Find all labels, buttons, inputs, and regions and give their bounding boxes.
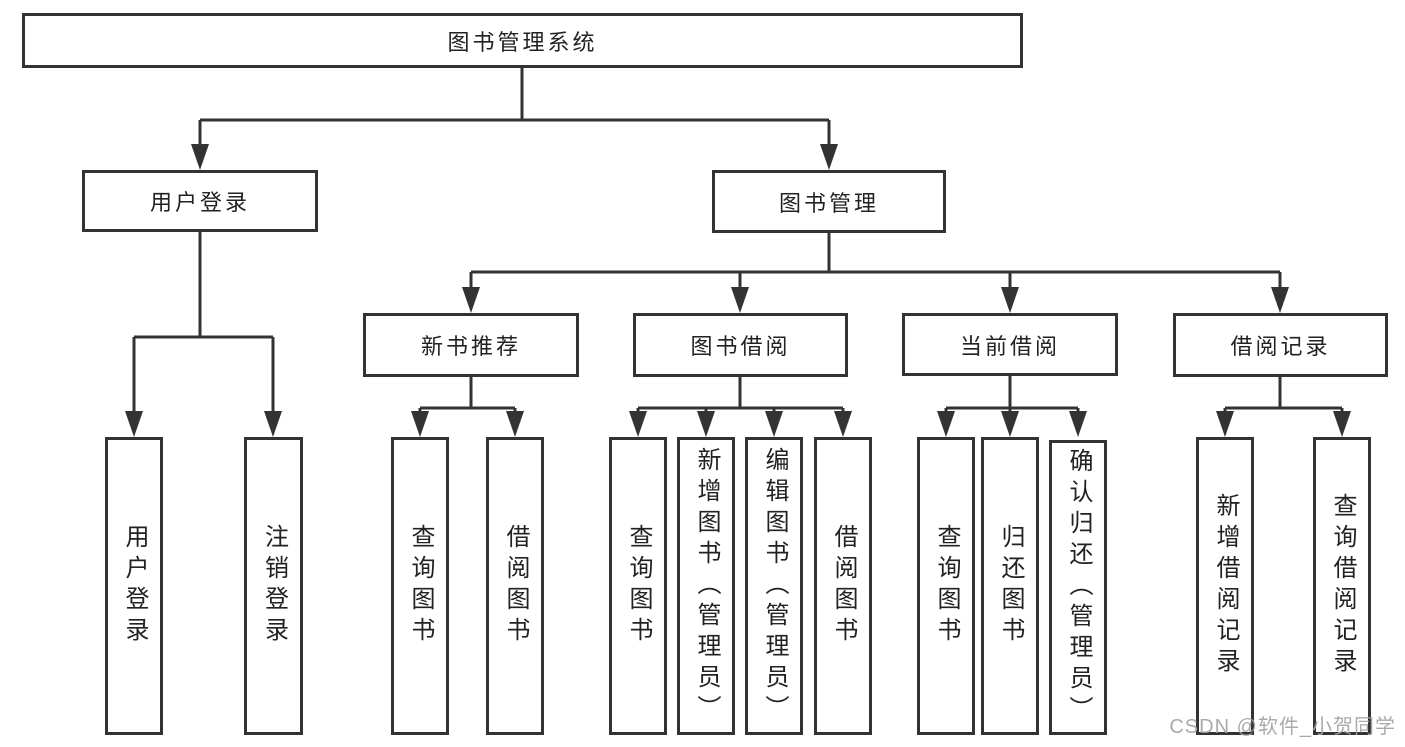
connector-user-login: [132, 232, 275, 418]
leaf-add-borrow-record-label: 新增借阅记录: [1212, 493, 1239, 679]
node-borrowing-records-label: 借阅记录: [1230, 334, 1331, 359]
leaf-return-books: 归还图书: [981, 437, 1039, 735]
arrowhead-icon: [1001, 287, 1019, 313]
arrowhead-icon: [462, 287, 480, 313]
watermark-text: CSDN @软件_小贺同学: [1169, 716, 1396, 738]
leaf-user-login: 用户登录: [105, 437, 163, 735]
node-user-login-label: 用户登录: [149, 190, 250, 215]
leaf-user-login-label: 用户登录: [121, 524, 148, 648]
arrowhead-icon: [506, 411, 524, 437]
node-book-borrowing: 图书借阅: [633, 313, 848, 377]
arrowhead-icon: [1001, 411, 1019, 437]
arrowhead-icon: [411, 411, 429, 437]
arrowhead-icon: [1333, 411, 1351, 437]
leaf-query-borrow-record: 查询借阅记录: [1313, 437, 1371, 735]
arrowhead-icon: [125, 411, 143, 437]
arrowhead-icon: [1069, 411, 1087, 437]
leaf-query-books-current-label: 查询图书: [933, 524, 960, 648]
leaf-query-books-borrow: 查询图书: [609, 437, 667, 735]
connector-current-borrowing: [944, 375, 1080, 418]
arrowhead-icon: [1216, 411, 1234, 437]
node-root-label: 图书管理系统: [447, 29, 598, 55]
arrowhead-icon: [629, 411, 647, 437]
leaf-query-books-borrow-label: 查询图书: [625, 524, 652, 648]
leaf-add-books-admin-label: 新增图书（管理员）: [693, 446, 720, 726]
arrowhead-icon: [820, 144, 838, 170]
leaf-borrow-books: 借阅图书: [814, 437, 872, 735]
node-current-borrowing: 当前借阅: [902, 313, 1118, 376]
leaf-edit-books-admin-label: 编辑图书（管理员）: [761, 446, 788, 726]
node-book-borrowing-label: 图书借阅: [690, 334, 791, 359]
connector-book-management: [469, 233, 1282, 294]
node-root: 图书管理系统: [22, 13, 1023, 68]
leaf-add-books-admin: 新增图书（管理员）: [677, 437, 735, 735]
leaf-borrow-books-label: 借阅图书: [830, 524, 857, 648]
arrowhead-icon: [834, 411, 852, 437]
leaf-query-borrow-record-label: 查询借阅记录: [1329, 493, 1356, 679]
connector-new-book-recommendation: [418, 377, 517, 418]
leaf-borrow-books-recommend-label: 借阅图书: [502, 524, 529, 648]
connector-root: [198, 68, 831, 150]
leaf-logout: 注销登录: [244, 437, 303, 735]
arrowhead-icon: [937, 411, 955, 437]
arrowhead-icon: [1271, 287, 1289, 313]
leaf-query-books-current: 查询图书: [917, 437, 975, 735]
node-user-login: 用户登录: [82, 170, 318, 232]
connector-borrowing-records: [1223, 377, 1344, 418]
arrowhead-icon: [731, 287, 749, 313]
leaf-logout-label: 注销登录: [260, 524, 288, 648]
leaf-confirm-return-admin: 确认归还（管理员）: [1049, 440, 1107, 735]
arrowhead-icon: [697, 411, 715, 437]
node-book-management-label: 图书管理: [778, 190, 879, 216]
leaf-return-books-label: 归还图书: [997, 524, 1024, 648]
node-new-book-recommendation: 新书推荐: [363, 313, 579, 377]
node-borrowing-records: 借阅记录: [1173, 313, 1388, 377]
arrowhead-icon: [191, 144, 209, 170]
arrowhead-icon: [765, 411, 783, 437]
leaf-query-books-recommend: 查询图书: [391, 437, 449, 735]
arrowhead-icon: [264, 411, 282, 437]
leaf-borrow-books-recommend: 借阅图书: [486, 437, 544, 735]
leaf-edit-books-admin: 编辑图书（管理员）: [745, 437, 803, 735]
leaf-add-borrow-record: 新增借阅记录: [1196, 437, 1254, 735]
node-book-management: 图书管理: [712, 170, 946, 233]
leaf-query-books-recommend-label: 查询图书: [407, 524, 434, 648]
node-current-borrowing-label: 当前借阅: [959, 333, 1060, 359]
connector-book-borrowing: [636, 377, 845, 418]
leaf-confirm-return-admin-label: 确认归还（管理员）: [1065, 448, 1092, 727]
node-new-book-recommendation-label: 新书推荐: [420, 334, 521, 359]
